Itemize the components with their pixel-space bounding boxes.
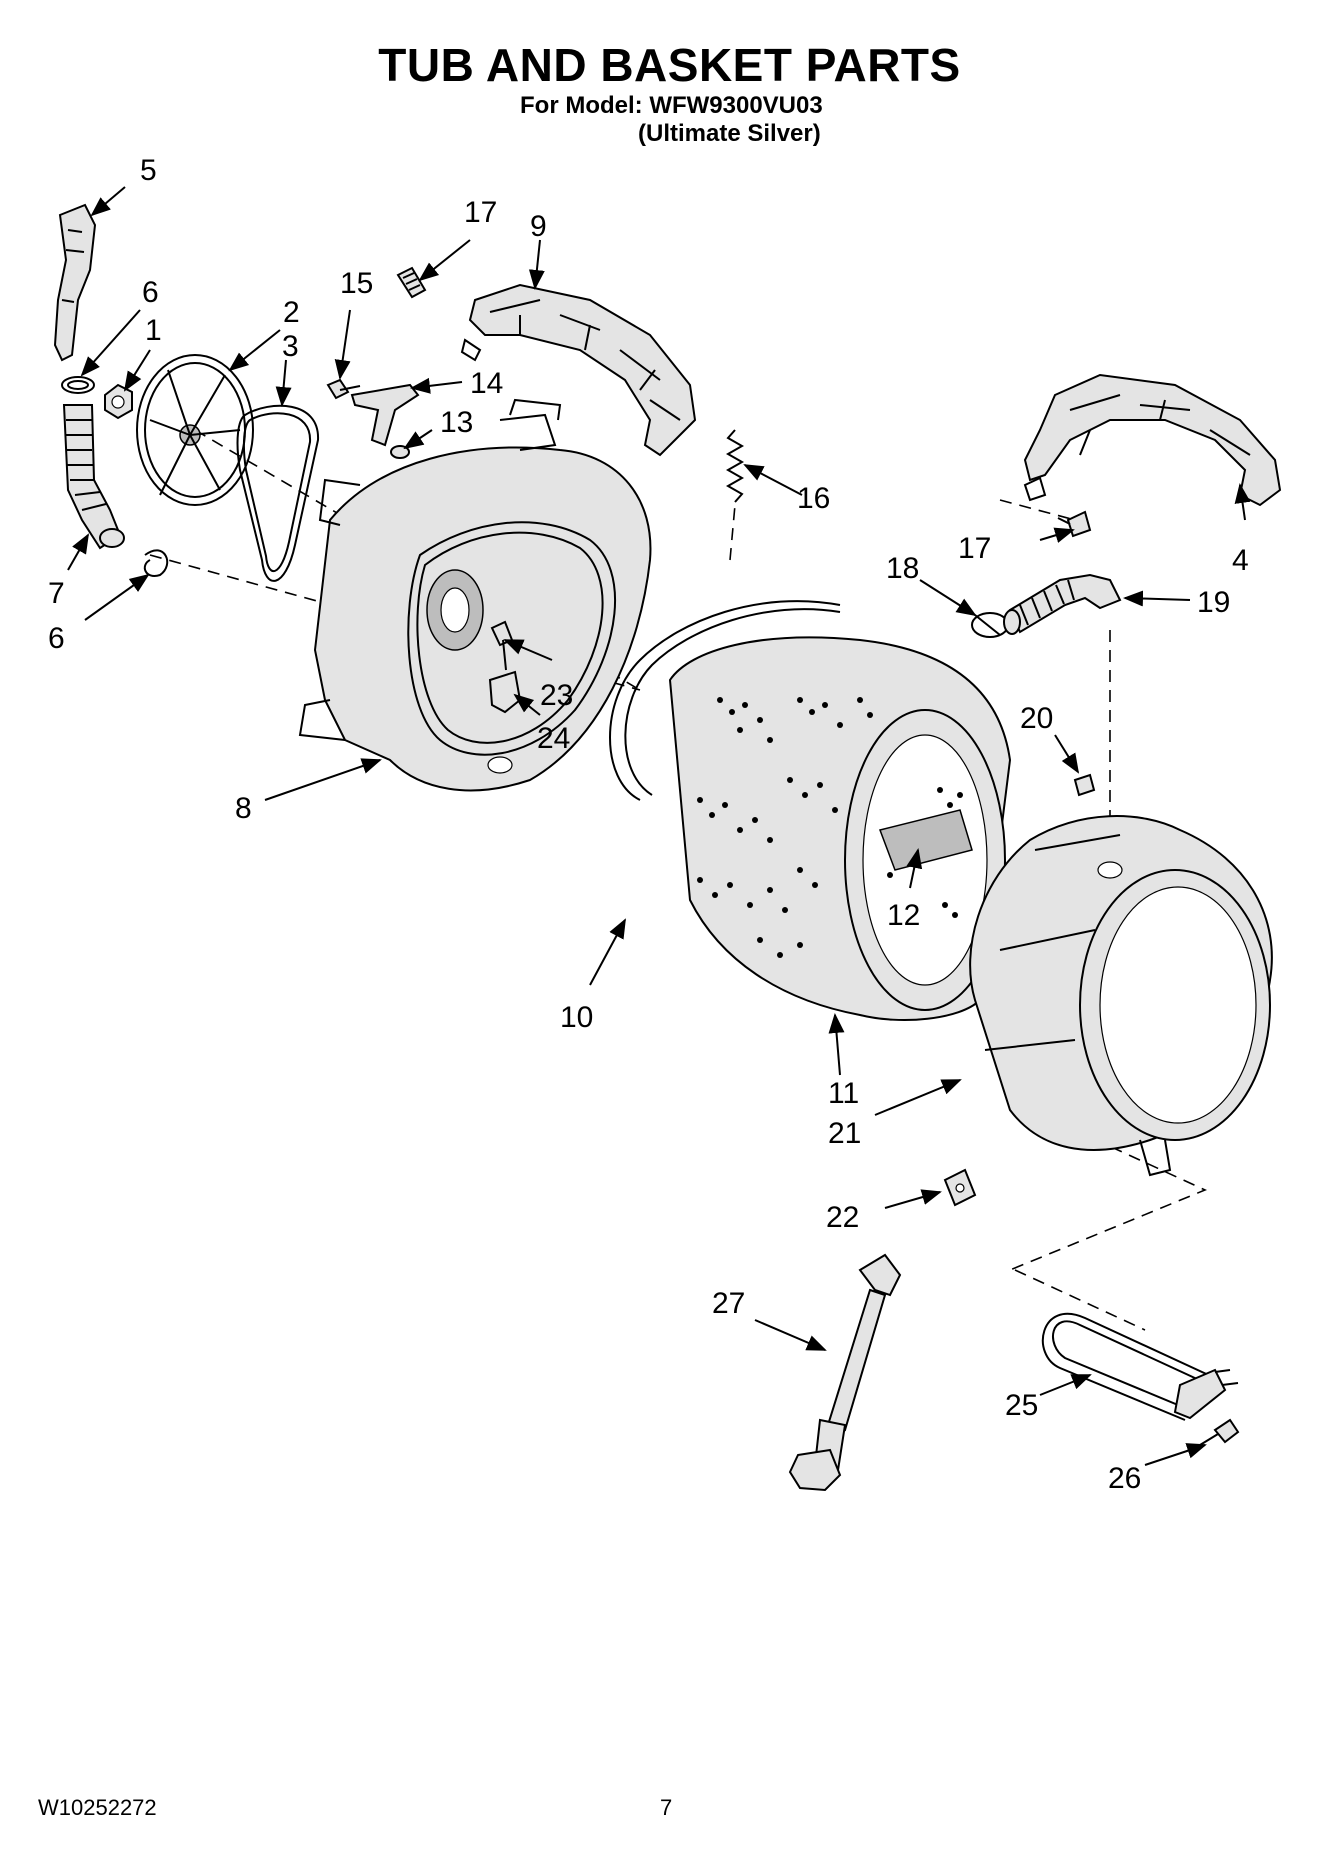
callout-6-top: 6	[142, 276, 159, 309]
part-5-inlet-hose	[53, 203, 97, 362]
part-25-heater	[1041, 1312, 1239, 1421]
part-10-tub-seal	[609, 600, 841, 801]
callout-10: 10	[560, 1001, 593, 1034]
callout-20: 20	[1020, 702, 1053, 735]
part-11-inner-basket	[668, 636, 1012, 1021]
callout-4: 4	[1232, 544, 1249, 577]
part-16-spring	[725, 429, 745, 503]
part-15-screw	[326, 378, 361, 400]
callout-5: 5	[140, 154, 157, 187]
part-4-counterweight	[1023, 373, 1282, 507]
part-22-pad	[943, 1168, 977, 1207]
callout-15: 15	[340, 267, 373, 300]
document-number: W10252272	[38, 1795, 157, 1820]
part-3-belt	[236, 404, 320, 582]
part-8-outer-tub-rear	[298, 398, 652, 792]
part-21-outer-tub-front	[969, 815, 1273, 1177]
leader-lines	[67, 186, 1251, 1466]
color-label: (Ultimate Silver)	[638, 120, 821, 147]
callout-24: 24	[537, 722, 570, 755]
callout-17-right: 17	[958, 532, 991, 565]
part-19-vent-hose	[1003, 573, 1122, 635]
callout-27: 27	[712, 1287, 745, 1320]
callout-17-top: 17	[464, 196, 497, 229]
callout-9: 9	[530, 210, 547, 243]
part-6-clamp-bottom	[143, 549, 169, 577]
part-2-pulley	[136, 354, 254, 506]
page-number: 7	[660, 1795, 673, 1820]
callout-7: 7	[48, 577, 65, 610]
callout-19: 19	[1197, 586, 1230, 619]
callout-25: 25	[1005, 1389, 1038, 1422]
callout-2: 2	[283, 296, 300, 329]
part-6-clamp-top	[61, 376, 95, 394]
callout-26: 26	[1108, 1462, 1141, 1495]
callout-numbers: 5 6 1 2 3 15 17 9 14 13 16 17 4 18 19 7 …	[48, 154, 1249, 1495]
callout-1: 1	[145, 314, 162, 347]
callout-8: 8	[235, 792, 252, 825]
model-label: For Model: WFW9300VU03	[520, 92, 823, 119]
callout-23: 23	[540, 679, 573, 712]
part-18-clamp	[971, 612, 1009, 638]
callout-11: 11	[828, 1077, 859, 1110]
part-24-clip	[488, 670, 522, 714]
callout-21: 21	[828, 1117, 861, 1150]
part-14-bracket	[350, 383, 420, 447]
page-title: TUB AND BASKET PARTS	[378, 39, 961, 91]
callout-13: 13	[440, 406, 473, 439]
callout-14: 14	[470, 367, 503, 400]
callout-3: 3	[282, 330, 299, 363]
part-26-sensor	[1199, 1418, 1240, 1446]
part-27-damper	[788, 1253, 902, 1492]
callout-12: 12	[887, 899, 920, 932]
callout-16: 16	[797, 482, 830, 515]
part-7-drain-hose	[62, 404, 125, 550]
callout-22: 22	[826, 1201, 859, 1234]
part-9-counterweight	[460, 283, 697, 457]
part-1-nut	[104, 383, 133, 420]
part-20-pad	[1073, 773, 1096, 797]
callout-18: 18	[886, 552, 919, 585]
part-17-bolt-top	[396, 266, 427, 299]
callout-6-bottom: 6	[48, 622, 65, 655]
